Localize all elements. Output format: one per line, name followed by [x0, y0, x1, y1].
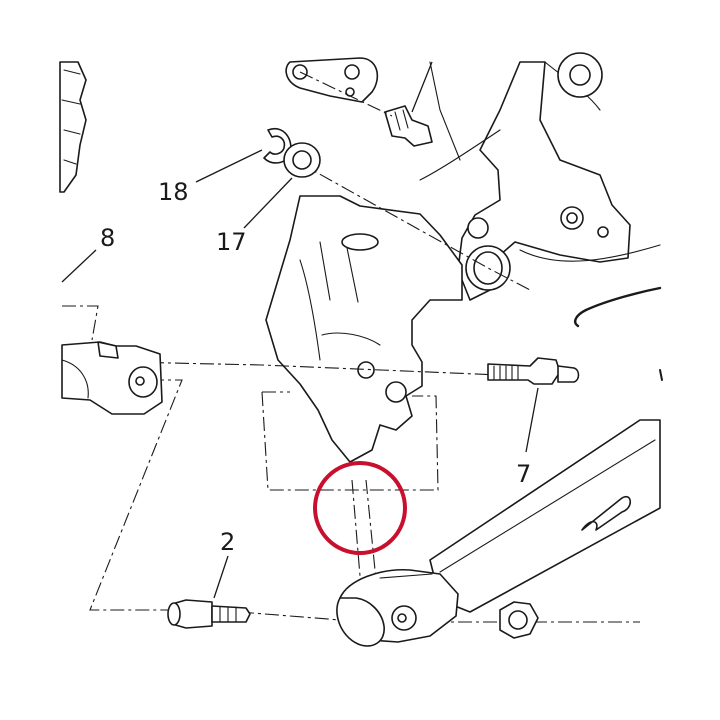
bolt-part-7: [487, 357, 580, 385]
lock-nut: [499, 601, 539, 639]
callout-8: 8: [100, 224, 115, 252]
highlight-circle: [313, 461, 407, 555]
return-spring: [574, 286, 663, 381]
leader-7: [525, 387, 539, 453]
callout-2: 2: [220, 528, 235, 556]
frame-bracket: [419, 52, 661, 301]
pivot-pin-part-2: [167, 599, 251, 629]
leader-top: [411, 61, 433, 113]
callout-leaders: [61, 61, 539, 599]
callout-18: 18: [158, 178, 189, 206]
side-stand-leg: [336, 419, 661, 647]
left-edge-parts: [59, 61, 87, 193]
leader-18: [195, 149, 263, 183]
upper-link-plate: [285, 57, 433, 147]
callout-labels: 18 17 8 7 2: [100, 178, 531, 556]
washer-part-17: [283, 142, 321, 178]
stand-bracket-plate: [265, 195, 463, 463]
leader-17: [243, 177, 293, 229]
callout-7: 7: [516, 460, 531, 488]
leader-2: [213, 555, 229, 599]
left-pivot-lug: [61, 341, 163, 415]
callout-17: 17: [216, 228, 247, 256]
leader-8: [61, 249, 97, 283]
